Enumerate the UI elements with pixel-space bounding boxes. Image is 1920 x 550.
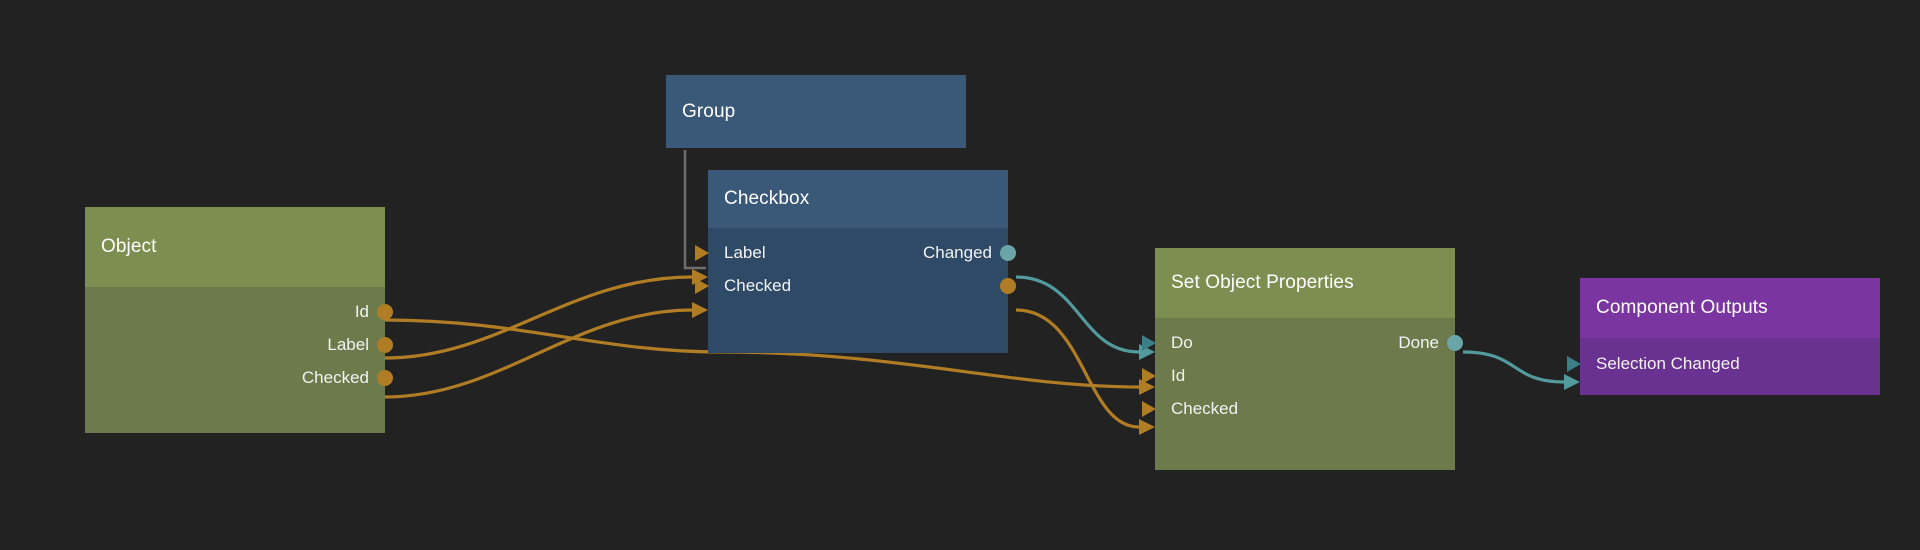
node-group-title: Group bbox=[682, 100, 736, 122]
node-component-outputs-header[interactable]: Component Outputs bbox=[1580, 278, 1880, 338]
node-object-title: Object bbox=[101, 236, 157, 257]
wire-checkbox-checked-to-sop-checked bbox=[1015, 308, 1140, 429]
port-row-sop-do-done[interactable]: Do Done bbox=[1142, 326, 1463, 359]
wire-sop-done-to-component-selection-changed bbox=[1462, 350, 1565, 384]
node-component-outputs-title: Component Outputs bbox=[1596, 297, 1768, 318]
port-label-checked: Checked bbox=[301, 368, 369, 387]
port-label-id: Id bbox=[354, 302, 369, 321]
wire-arrow-checkbox-checked bbox=[692, 302, 708, 318]
port-arrow-checkbox-in-checked[interactable] bbox=[695, 277, 709, 294]
port-label-checkbox-label: Label bbox=[724, 243, 766, 262]
node-component-outputs-body: Selection Changed bbox=[1567, 338, 1880, 395]
node-set-object-properties[interactable]: Set Object Properties Do Done Id Checked bbox=[1142, 248, 1463, 470]
node-component-outputs[interactable]: Component Outputs Selection Changed bbox=[1567, 278, 1880, 395]
port-dot-checkbox-changed[interactable] bbox=[1000, 244, 1016, 261]
port-arrow-sop-in-checked[interactable] bbox=[1142, 400, 1156, 417]
port-label-label: Label bbox=[327, 335, 369, 354]
node-checkbox-body: Label Changed Checked bbox=[695, 228, 1016, 353]
node-checkbox[interactable]: Checkbox Label Changed Checked bbox=[695, 170, 1016, 353]
wire-object-checked-to-checkbox-checked bbox=[384, 308, 693, 399]
node-set-object-properties-body: Do Done Id Checked bbox=[1142, 318, 1463, 470]
port-object-out-checked[interactable]: Checked bbox=[85, 361, 393, 394]
wire-checkbox-changed-to-sop-do bbox=[1015, 275, 1140, 354]
node-checkbox-header[interactable]: Checkbox bbox=[708, 170, 1008, 228]
port-arrow-sop-in-do[interactable] bbox=[1142, 334, 1156, 351]
node-object-header[interactable]: Object bbox=[85, 207, 385, 287]
node-object-body: Id Label Checked bbox=[85, 287, 393, 433]
port-label-sop-done: Done bbox=[1398, 333, 1439, 352]
wire-arrow-sop-checked bbox=[1139, 419, 1155, 435]
port-object-out-label[interactable]: Label bbox=[85, 328, 393, 361]
port-dot-id[interactable] bbox=[377, 303, 393, 320]
port-row-checkbox-checked[interactable]: Checked bbox=[695, 269, 1016, 302]
node-group[interactable]: Group bbox=[666, 75, 966, 148]
port-dot-label[interactable] bbox=[377, 336, 393, 353]
port-row-sop-id[interactable]: Id bbox=[1142, 359, 1455, 392]
node-group-header[interactable]: Group bbox=[666, 75, 966, 148]
port-dot-checkbox-checked-out[interactable] bbox=[1000, 277, 1016, 294]
port-label-component-selection-changed: Selection Changed bbox=[1596, 354, 1740, 373]
node-set-object-properties-header[interactable]: Set Object Properties bbox=[1155, 248, 1455, 318]
port-label-checkbox-changed: Changed bbox=[922, 243, 992, 262]
node-object[interactable]: Object Id Label Checked bbox=[85, 207, 393, 433]
port-object-out-id[interactable]: Id bbox=[85, 295, 393, 328]
port-row-sop-checked[interactable]: Checked bbox=[1142, 392, 1455, 425]
wire-object-label-to-checkbox-label bbox=[384, 275, 693, 360]
node-set-object-properties-title: Set Object Properties bbox=[1171, 272, 1354, 293]
port-dot-sop-done[interactable] bbox=[1447, 334, 1463, 351]
port-arrow-checkbox-in-label[interactable] bbox=[695, 244, 709, 261]
port-label-checkbox-checked: Checked bbox=[724, 276, 792, 295]
port-arrow-component-in-selection-changed[interactable] bbox=[1567, 355, 1581, 372]
port-dot-checked[interactable] bbox=[377, 369, 393, 386]
port-arrow-sop-in-id[interactable] bbox=[1142, 367, 1156, 384]
port-row-checkbox-label-changed[interactable]: Label Changed bbox=[695, 236, 1016, 269]
node-checkbox-title: Checkbox bbox=[724, 188, 810, 209]
port-label-sop-id: Id bbox=[1171, 366, 1186, 385]
port-label-sop-checked: Checked bbox=[1171, 399, 1239, 418]
port-row-component-selection-changed[interactable]: Selection Changed bbox=[1567, 347, 1880, 380]
port-label-sop-do: Do bbox=[1171, 333, 1193, 352]
wire-arrow-component-selection-changed bbox=[1564, 374, 1580, 390]
